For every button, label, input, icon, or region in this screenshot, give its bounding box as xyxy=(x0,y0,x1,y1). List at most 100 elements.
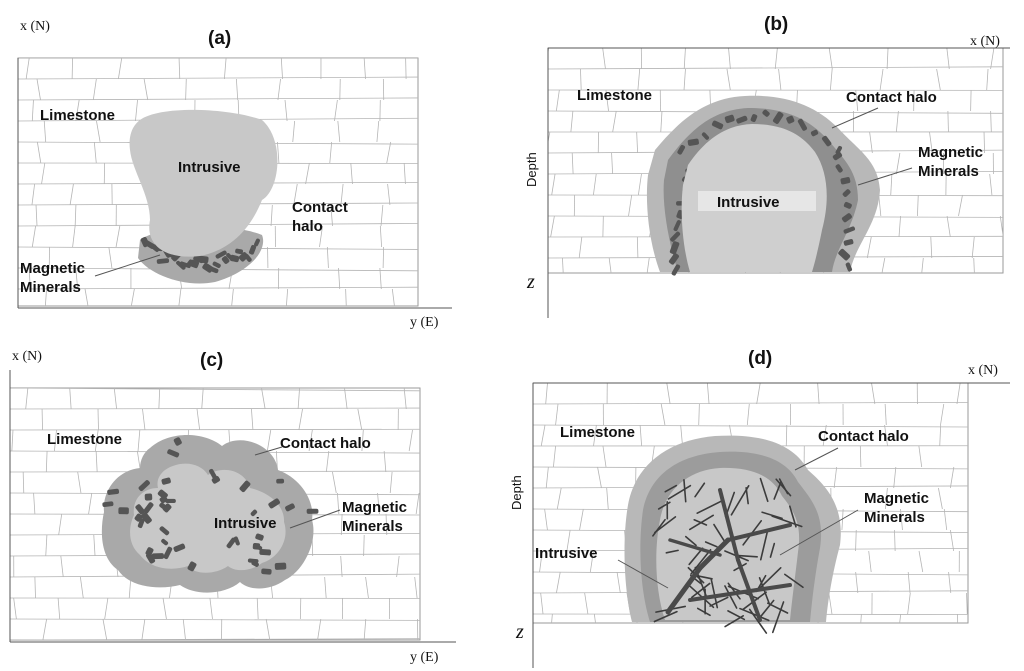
brick-joint xyxy=(666,383,671,405)
brick-joint xyxy=(608,257,612,273)
brick-joint xyxy=(675,279,677,300)
brick-joint xyxy=(553,445,556,468)
brick-joint xyxy=(251,408,254,431)
brick-joint xyxy=(36,141,42,164)
brick-joint xyxy=(256,597,259,620)
brick-joint xyxy=(607,635,609,656)
magnetic-vein xyxy=(758,599,775,619)
brick-joint xyxy=(545,383,548,405)
brick-joint xyxy=(317,618,322,640)
magnetic-mineral-grain xyxy=(259,548,272,556)
magnetic-vein xyxy=(739,607,770,622)
panel-d-z-label: z xyxy=(515,621,524,643)
brick-joint xyxy=(540,592,544,615)
panel-c-halo-label: Contact halo xyxy=(280,435,371,452)
brick-course-line xyxy=(533,401,968,405)
panel-d-intrusive-label: Intrusive xyxy=(535,545,598,562)
brick-joint xyxy=(379,267,382,290)
brick-joint xyxy=(201,388,204,410)
brick-joint xyxy=(746,403,750,426)
brick-joint xyxy=(855,571,859,594)
magnetic-vein xyxy=(755,567,782,593)
brick-joint xyxy=(379,225,383,248)
brick-joint xyxy=(350,162,353,185)
brick-joint xyxy=(354,310,357,331)
brick-joint xyxy=(74,204,77,227)
magnetic-vein xyxy=(696,500,723,514)
magnetic-vein xyxy=(683,478,687,503)
brick-joint xyxy=(817,383,820,405)
brick-joint xyxy=(69,388,72,410)
magnetic-mineral-grain xyxy=(221,256,230,264)
brick-joint xyxy=(363,58,366,80)
brick-joint xyxy=(324,576,327,599)
magnetic-mineral-grain xyxy=(772,111,784,124)
magnetic-mineral-grain xyxy=(724,114,735,124)
brick-joint xyxy=(137,429,141,452)
brick-joint xyxy=(376,120,380,143)
magnetic-mineral-grain xyxy=(786,115,795,124)
brick-joint xyxy=(950,529,955,552)
magnetic-mineral-grain xyxy=(157,489,168,500)
brick-joint xyxy=(96,120,101,143)
brick-joint xyxy=(861,279,864,300)
brick-joint xyxy=(566,529,571,552)
brick-joint xyxy=(284,99,288,122)
brick-course-line xyxy=(10,618,420,621)
magnetic-mineral-grain xyxy=(687,138,699,146)
brick-joint xyxy=(868,550,872,573)
brick-joint xyxy=(75,267,79,290)
panel-c-halo-leader xyxy=(254,446,283,456)
brick-joint xyxy=(161,310,162,331)
brick-joint xyxy=(54,429,57,452)
brick-joint xyxy=(325,450,330,473)
magnetic-vein xyxy=(690,582,711,599)
brick-joint xyxy=(95,450,98,473)
brick-joint xyxy=(403,388,407,410)
magnetic-vein xyxy=(690,548,712,575)
brick-joint xyxy=(280,58,283,80)
brick-joint xyxy=(44,288,47,306)
brick-joint xyxy=(209,597,213,620)
magnetic-vein xyxy=(735,554,758,558)
brick-joint xyxy=(344,388,348,410)
magnetic-mineral-grain xyxy=(673,220,681,232)
magnetic-mineral-grain xyxy=(835,145,843,155)
brick-joint xyxy=(890,173,893,196)
magnetic-mineral-grain xyxy=(212,261,221,268)
brick-joint xyxy=(22,471,25,494)
brick-joint xyxy=(940,403,945,426)
brick-joint xyxy=(680,424,683,447)
magnetic-mineral-grain xyxy=(843,239,854,246)
brick-joint xyxy=(88,492,93,515)
magnetic-vein xyxy=(769,542,776,558)
magnetic-mineral-grain xyxy=(209,468,218,481)
magnetic-vein xyxy=(694,482,706,498)
magnetic-vein xyxy=(696,607,711,617)
brick-course-line xyxy=(18,97,418,101)
brick-joint xyxy=(178,58,181,80)
panel-d-halo-label: Contact halo xyxy=(818,428,909,445)
panel-a-intrusive xyxy=(129,109,278,257)
magnetic-vein xyxy=(654,516,677,534)
brick-course-line xyxy=(10,428,420,431)
brick-joint xyxy=(555,89,560,112)
brick-joint xyxy=(345,288,347,306)
brick-joint xyxy=(628,194,633,217)
brick-joint xyxy=(102,618,108,640)
brick-joint xyxy=(223,58,227,80)
brick-joint xyxy=(60,555,64,578)
brick-joint xyxy=(550,215,555,238)
brick-joint xyxy=(580,68,582,91)
magnetic-vein xyxy=(727,610,746,621)
brick-joint xyxy=(79,576,84,599)
panel-b-title: (b) xyxy=(764,14,788,35)
panel-c-intrusive-label: Intrusive xyxy=(214,515,277,532)
brick-joint xyxy=(365,576,369,599)
panel-d-depth-label: Depth xyxy=(509,475,524,510)
panel-b: (b) x (N) Depth z Limestone Intrusive Co… xyxy=(524,14,1010,318)
magnetic-vein xyxy=(784,573,804,589)
brick-joint xyxy=(246,639,248,640)
brick-joint xyxy=(380,204,384,227)
